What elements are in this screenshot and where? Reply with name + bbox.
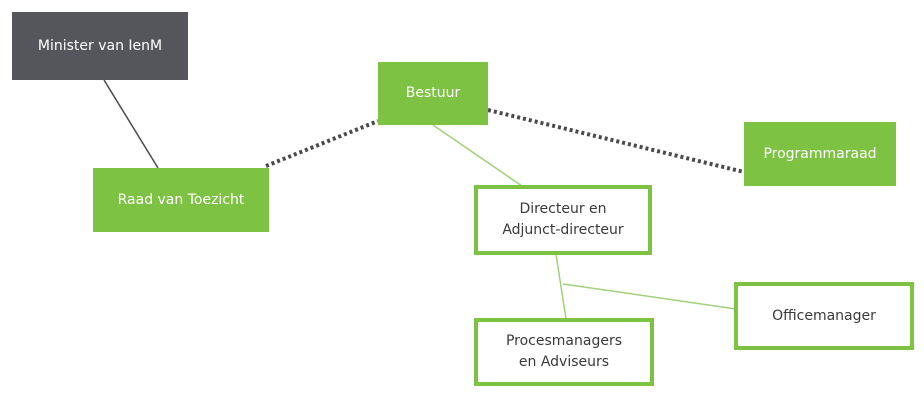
node-procesmanagers-label-line1: Procesmanagers <box>505 333 623 349</box>
connector-directeur-procesmanagers <box>555 253 567 320</box>
node-procesmanagers-label-line2: en Adviseurs <box>518 354 610 370</box>
node-programmaraad: Programmaraad <box>744 122 896 186</box>
node-officemanager: Officemanager <box>734 282 914 350</box>
node-officemanager-label: Officemanager <box>772 307 876 324</box>
node-minister-label: Minister van IenM <box>37 37 163 54</box>
connector-bestuur-directeur <box>432 124 523 187</box>
node-directeur-label-line2: Adjunct-directeur <box>502 222 624 238</box>
node-minister: Minister van IenM <box>12 12 188 80</box>
node-directeur-label-line1: Directeur en <box>519 201 607 217</box>
node-raad-van-toezicht: Raad van Toezicht <box>93 168 269 232</box>
node-bestuur: Bestuur <box>378 62 488 125</box>
node-programmaraad-label: Programmaraad <box>763 145 877 162</box>
node-directeur: Directeur en Adjunct-directeur <box>474 185 652 255</box>
connector-raad-bestuur <box>265 119 379 168</box>
connector-bestuur-programmaraad <box>487 108 745 174</box>
node-procesmanagers: Procesmanagers en Adviseurs <box>474 318 654 386</box>
node-bestuur-label: Bestuur <box>405 85 461 101</box>
connector-minister-raad <box>103 79 159 169</box>
connector-directeur-officemanager <box>562 283 737 310</box>
node-raad-label: Raad van Toezicht <box>117 191 245 208</box>
